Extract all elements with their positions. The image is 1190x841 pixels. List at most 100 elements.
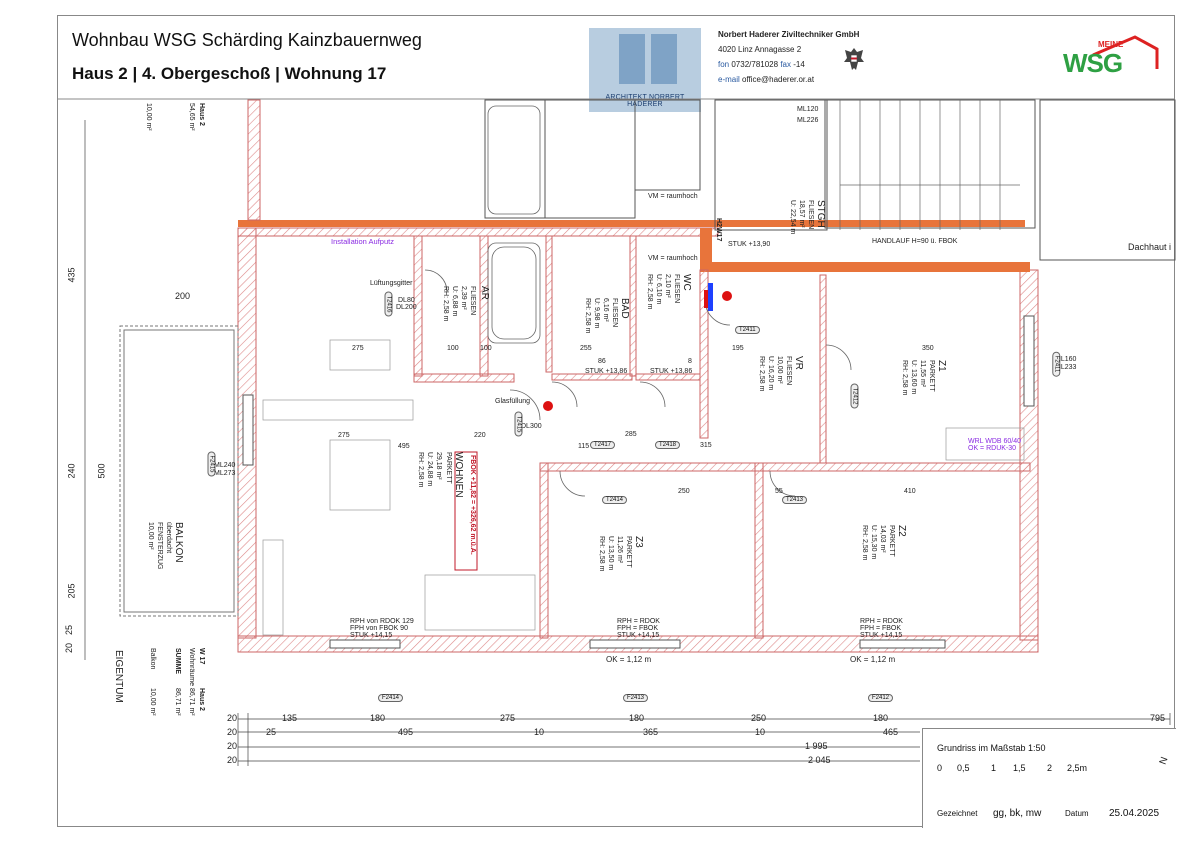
email-address: office@haderer.or.at [742,75,815,84]
dim-value: 55 [775,488,783,495]
email-label: e-mail [718,75,740,84]
dim-value: 180 [873,713,889,723]
room-wohnen-height: RH: 2,58 m [417,452,424,488]
rph-label: RPH = RDOK [860,618,903,625]
dim-value: 20 [227,713,238,723]
distribution-box-icon [704,290,708,308]
room-z1-floor: PARKETT [928,360,935,392]
dimension-lines [84,120,1171,766]
wsg-logo: WSG [1063,48,1123,78]
shaft-label: H2W17 [715,218,722,242]
fph-label: FPH von FBOK 90 [350,625,408,632]
property-label: EIGENTUM [113,650,124,703]
room-z2-floor: PARKETT [888,525,895,557]
installation-duct [238,220,1025,227]
logo-block [651,34,677,84]
door-tag: T2418 [655,441,681,449]
room-ar-name: AR [479,286,490,300]
room-bad-height: RH: 2,58 m [584,298,591,334]
firm-phone-line: fon 0732/781028 fax -14 [718,57,859,72]
dim-value: 495 [398,443,410,450]
dim-value: 240 [66,463,77,479]
room-z1-area: 11,55 m² [919,360,926,388]
room-wohnen-area: 29,18 m² [435,452,442,480]
dl-label: DL200 [396,304,417,311]
unit-title: Haus 2 | 4. Obergeschoß | Wohnung 17 [72,64,387,83]
upper-rooms [484,99,1176,261]
summary-w: W 17 [198,648,205,665]
scale-title: Grundriss im Maßstab 1:50 [937,743,1046,753]
summary-area: 86,71 m² [174,688,181,716]
room-z1-height: RH: 2,58 m [901,360,908,396]
vm-label: VM = raumhoch [648,255,698,262]
summary-haus: Haus 2 [198,688,205,711]
summary-area: 10,00 m² [145,103,152,131]
wsg-roof-icon [1092,35,1159,69]
door-tag: T2417 [590,441,616,449]
coat-of-arms-icon [844,48,864,70]
door-tag: T2416 [384,291,393,317]
dim-value: 495 [398,727,414,737]
dim-value: 465 [883,727,899,737]
room-wc-height: RH: 2,58 m [646,274,653,310]
dim-value: 135 [282,713,298,723]
door-tag: T2415 [514,411,523,437]
fax-number: -14 [793,60,805,69]
room-vr-area: 10,00 m² [776,356,783,384]
window-tag: F2412 [868,694,894,702]
dim-value: 435 [66,267,77,283]
room-z3-name: Z3 [633,536,644,548]
summary-haus: Haus 2 [198,103,205,126]
dim-value: 275 [352,345,364,352]
room-ar-area: 2,39 m² [460,286,467,310]
room-z3-area: 11,26 m² [616,536,623,564]
wrl-label: WRL WDB 60/40 [968,438,1022,445]
room-bad-name: BAD [619,298,630,319]
project-title: Wohnbau WSG Schärding Kainzbauernweg [72,30,422,50]
room-wc-name: WC [681,274,692,291]
dim-value: 20 [227,755,238,765]
dim-value: 115 [578,443,590,450]
room-z3-floor: PARKETT [625,536,632,568]
dim-value: 410 [904,488,916,495]
dim-value: 10 [534,727,545,737]
dim-value: 200 [175,291,191,301]
ml-label: ML273 [214,470,236,477]
balcony-name: BALKON [173,522,184,563]
room-wc-perimeter: U: 6,10 m [655,274,662,305]
scale-label: 2 [1047,763,1053,773]
door-tag: T2414 [602,496,628,504]
balcony-sub: überdacht [165,522,172,554]
door-tag: T2411 [735,326,760,334]
architect-logo: ARCHITEKT NORBERT HADERER [589,28,701,112]
scale-label: 2,5m [1067,763,1088,773]
smoke-detector-icon [543,401,553,411]
room-z3-perimeter: U: 13,50 m [607,536,614,571]
dim-value: 180 [629,713,645,723]
dim-value: 285 [625,431,637,438]
room-vr-height: RH: 2,58 m [758,356,765,392]
fbok-box [454,451,478,571]
wsg-logo-meine: MEINE [1098,40,1124,49]
dim-value: 180 [370,713,386,723]
dl-label: DL80 [398,297,415,304]
firm-address: 4020 Linz Annagasse 2 [718,45,802,54]
room-stgh-perimeter: U: 22,54 m [789,200,796,235]
room-wohnen-name: WOHNEN [453,452,464,498]
dim-value: 350 [922,345,934,352]
ok-label: OK = 1,12 m [606,655,652,664]
dim-value: 205 [66,583,77,599]
rph-label: RPH von RDOK 129 [350,618,414,625]
stuk-label: STUK +13,86 [650,368,693,375]
stuk-label: STUK +14,15 [860,632,903,639]
smoke-detector-icon [722,291,732,301]
dim-value: 2 045 [808,755,831,765]
firm-name: Norbert Haderer Ziviltechniker GmbH [718,30,860,39]
dim-value: 1 995 [805,741,828,751]
summary-area: 86,71 m² [188,688,195,716]
logo-block [619,34,645,84]
scale-label: 0,5 [957,763,970,773]
dim-value: 10 [755,727,766,737]
firm-email-line: e-mail office@haderer.or.at [718,72,859,87]
